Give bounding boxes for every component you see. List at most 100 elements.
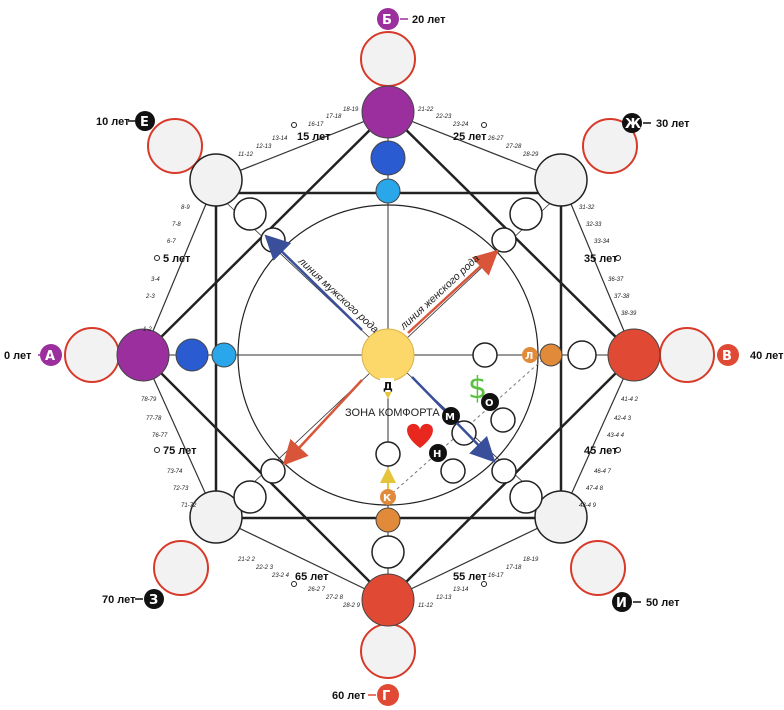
svg-text:50 лет: 50 лет	[646, 597, 680, 609]
point-g: 60 лет Г	[332, 684, 399, 706]
svg-text:1-2: 1-2	[143, 327, 152, 333]
outer-ring-tl	[147, 118, 203, 174]
outer-ring-left	[64, 327, 120, 383]
svg-text:Н: Н	[433, 449, 441, 460]
svg-text:72-73: 72-73	[173, 486, 189, 492]
svg-text:47-4 8: 47-4 8	[586, 486, 604, 492]
svg-text:45 лет: 45 лет	[584, 445, 618, 457]
outer-ring-tr	[582, 118, 638, 174]
female-line-arrow	[407, 249, 499, 334]
svg-text:77-78: 77-78	[146, 416, 162, 422]
svg-text:18-19: 18-19	[343, 107, 359, 113]
node-left-blue	[175, 338, 209, 372]
point-zh: Ж 30 лет	[622, 113, 690, 133]
ticks-left-bottom: 71-72 72-73 73-74 76-77 77-78 78-79	[141, 397, 197, 509]
heart-icon	[407, 423, 433, 448]
node-top-blue	[370, 140, 406, 176]
node-center-yellow	[361, 328, 415, 382]
badge-n: Н	[429, 444, 447, 462]
svg-text:8-9: 8-9	[181, 205, 190, 211]
female-line-label: линия женского рода	[397, 252, 482, 332]
node-bl-gray	[189, 490, 243, 544]
svg-text:12-13: 12-13	[436, 595, 452, 601]
svg-text:6-7: 6-7	[167, 239, 176, 245]
svg-text:К: К	[383, 493, 392, 504]
svg-text:13-14: 13-14	[453, 587, 469, 593]
node-bottom-red	[361, 573, 415, 627]
svg-text:20 лет: 20 лет	[412, 14, 446, 26]
svg-text:Е: Е	[140, 115, 149, 130]
point-e: 10 лет Е	[96, 111, 155, 131]
svg-text:М: М	[445, 412, 455, 423]
svg-text:18-19: 18-19	[523, 557, 539, 563]
svg-text:12-13: 12-13	[256, 144, 272, 150]
svg-text:26-27: 26-27	[487, 136, 504, 142]
svg-text:Ж: Ж	[625, 117, 641, 132]
svg-text:Л: Л	[525, 351, 533, 362]
node-top-lightblue	[375, 178, 401, 204]
svg-text:22-23: 22-23	[435, 114, 452, 120]
svg-text:36-37: 36-37	[608, 277, 624, 283]
ticks-top-right: 21-22 22-23 23-24 26-27 27-28 28-29	[417, 107, 539, 158]
svg-text:27-28: 27-28	[505, 144, 522, 150]
svg-text:31-32: 31-32	[579, 205, 595, 211]
ticks-bottom-right: 11-12 12-13 13-14 16-17 17-18 18-19	[418, 557, 539, 609]
svg-text:22-2 3: 22-2 3	[255, 565, 274, 571]
svg-text:40 лет: 40 лет	[750, 350, 784, 362]
svg-text:35 лет: 35 лет	[584, 253, 618, 265]
svg-text:15 лет: 15 лет	[297, 131, 331, 143]
svg-text:7-8: 7-8	[172, 222, 181, 228]
svg-text:5 лет: 5 лет	[163, 253, 191, 265]
svg-text:46-4 7: 46-4 7	[594, 469, 612, 475]
svg-text:76-77: 76-77	[152, 433, 168, 439]
svg-text:Б: Б	[382, 13, 392, 28]
svg-text:23-24: 23-24	[452, 122, 469, 128]
svg-text:13-14: 13-14	[272, 136, 288, 142]
ticks-top-left: 11-12 12-13 13-14 16-17 17-18 18-19	[238, 107, 359, 158]
svg-text:26-2 7: 26-2 7	[307, 587, 326, 593]
svg-text:А: А	[45, 349, 55, 364]
badge-l: Л	[522, 347, 538, 363]
ticks-bottom-left: 21-2 2 22-2 3 23-2 4 26-2 7 27-2 8 28-2 …	[237, 557, 361, 609]
point-b: Б 20 лет	[377, 8, 446, 30]
point-v: В 40 лет	[717, 344, 784, 366]
svg-text:27-2 8: 27-2 8	[325, 595, 344, 601]
svg-text:48-4 9: 48-4 9	[579, 503, 597, 509]
point-a: 0 лет А	[4, 344, 62, 366]
svg-text:43-4 4: 43-4 4	[607, 433, 625, 439]
svg-text:2-3: 2-3	[145, 294, 155, 300]
svg-text:28-2 9: 28-2 9	[342, 603, 361, 609]
svg-text:О: О	[485, 398, 494, 409]
svg-text:17-18: 17-18	[326, 114, 342, 120]
badge-k: К	[380, 489, 396, 505]
svg-text:73-74: 73-74	[167, 469, 183, 475]
outer-ring-bottom	[360, 623, 416, 679]
node-left-purple	[116, 328, 170, 382]
node-tl-gray	[189, 153, 243, 207]
svg-text:60 лет: 60 лет	[332, 690, 366, 702]
point-z: 70 лет З	[102, 589, 164, 609]
svg-text:В: В	[722, 349, 732, 364]
svg-text:38-39: 38-39	[621, 311, 637, 317]
svg-text:32-33: 32-33	[586, 222, 602, 228]
svg-text:71-72: 71-72	[181, 503, 197, 509]
svg-text:Д: Д	[383, 380, 393, 393]
age-marks: 5 лет 15 лет 25 лет 35 лет 45 лет 55 лет…	[154, 122, 621, 587]
node-right-white	[567, 340, 597, 370]
badge-d: Д	[380, 378, 394, 393]
zone-label: ЗОНА КОМФОРТА	[345, 407, 440, 419]
svg-text:0 лет: 0 лет	[4, 350, 32, 362]
dollar-icon: $	[468, 371, 487, 406]
ticks-right-bottom: 41-4 2 42-4 3 43-4 4 46-4 7 47-4 8 48-4 …	[579, 397, 639, 509]
svg-text:11-12: 11-12	[238, 152, 254, 158]
node-right-orange	[539, 343, 563, 367]
svg-text:21-22: 21-22	[417, 107, 434, 113]
badge-m: М	[442, 407, 460, 425]
svg-text:42-4 3: 42-4 3	[614, 416, 632, 422]
outer-ring-br	[570, 540, 626, 596]
svg-text:21-2 2: 21-2 2	[237, 557, 256, 563]
svg-text:75 лет: 75 лет	[163, 445, 197, 457]
svg-text:78-79: 78-79	[141, 397, 157, 403]
svg-text:23-2 4: 23-2 4	[271, 573, 290, 579]
